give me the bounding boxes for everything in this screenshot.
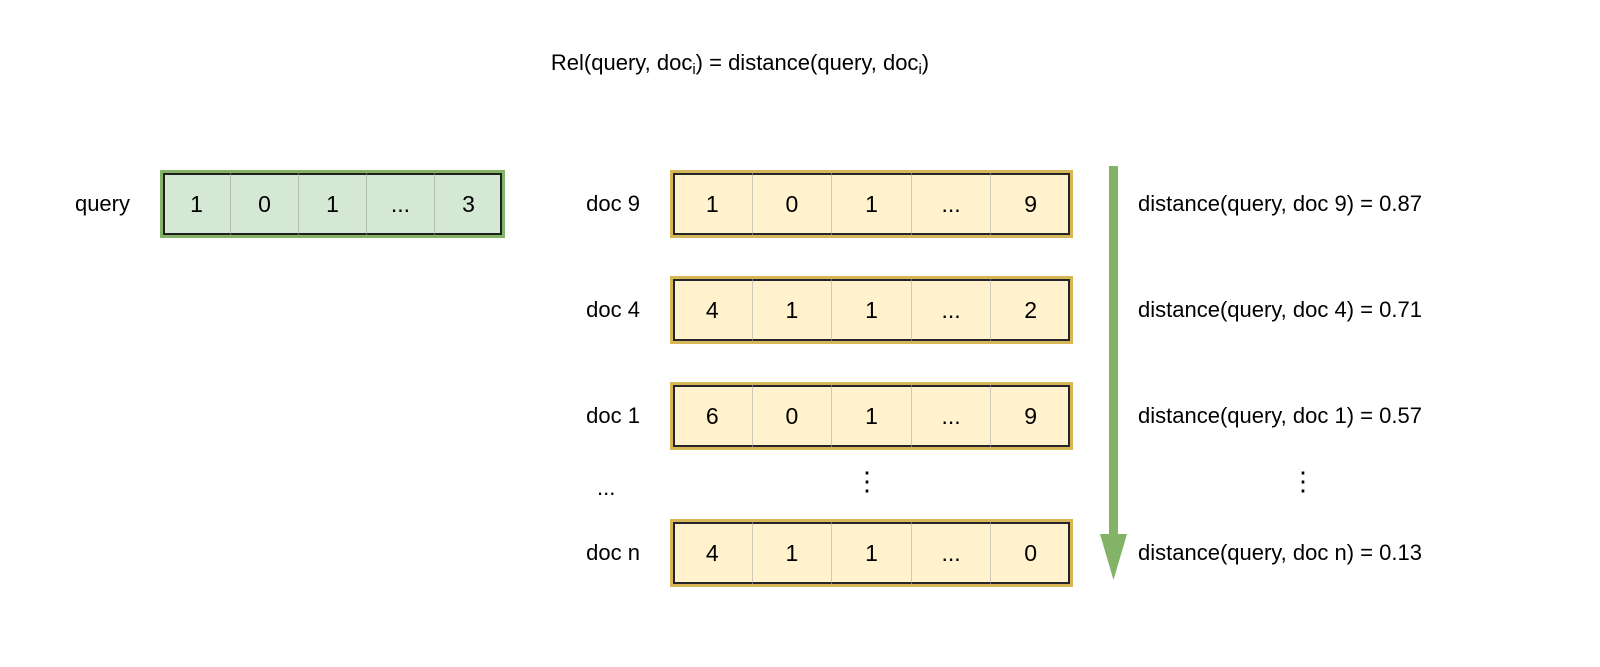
doc-cell: 1 (753, 522, 833, 584)
doc-label-ellipsis: ... (597, 475, 616, 500)
doc-cell: 1 (832, 522, 912, 584)
doc-vector: 4 1 1 ... 2 (670, 276, 1073, 344)
query-label: query (74, 191, 130, 216)
page-title: Rel(query, doci) = distance(query, doci) (0, 48, 1480, 81)
doc-label: doc 4 (586, 297, 640, 322)
doc-cell: 1 (753, 279, 833, 341)
doc-label: doc n (586, 540, 640, 565)
title-subscript-2: i (918, 61, 922, 79)
doc-cell: 0 (753, 173, 833, 235)
doc-cell: 2 (1024, 296, 1038, 323)
distance-label: distance(query, doc 1) = 0.57 (1138, 403, 1422, 428)
down-arrow-icon (1100, 166, 1127, 580)
title-suffix: ) (921, 50, 930, 75)
distance-label: distance(query, doc 9) = 0.87 (1138, 191, 1422, 216)
distance-label: distance(query, doc 4) = 0.71 (1138, 297, 1422, 322)
query-cell: 0 (231, 173, 299, 235)
doc-cell: 9 (1024, 190, 1038, 217)
distance-label: distance(query, doc n) = 0.13 (1138, 540, 1422, 565)
doc-cell: 1 (832, 173, 912, 235)
doc-vector: 1 0 1 ... 9 (670, 170, 1073, 238)
distance-ellipsis: ⋮ (1290, 466, 1316, 496)
doc-cell: 1 (673, 173, 753, 235)
doc-cell: 6 (673, 385, 753, 447)
doc-label: doc 1 (586, 403, 640, 428)
title-prefix: Rel(query, doc (550, 50, 693, 75)
doc-cell: ... (912, 173, 992, 235)
title-middle: ) = distance(query, doc (695, 50, 919, 75)
query-cell: 1 (299, 173, 367, 235)
query-cell: ... (367, 173, 435, 235)
query-vector: 1 0 1 ... 3 (160, 170, 505, 238)
doc-cell: 4 (673, 522, 753, 584)
query-cell: 1 (163, 173, 231, 235)
doc-label: doc 9 (586, 191, 640, 216)
ranking-arrow (1098, 166, 1138, 584)
doc-cell: ... (912, 385, 992, 447)
doc-cell: 0 (753, 385, 833, 447)
doc-cell: 0 (1024, 539, 1038, 566)
doc-cell: 1 (832, 279, 912, 341)
doc-cell: 1 (832, 385, 912, 447)
query-cell: 3 (462, 190, 475, 217)
doc-cell: 4 (673, 279, 753, 341)
doc-vector: 6 0 1 ... 9 (670, 382, 1073, 450)
doc-cell: ... (912, 279, 992, 341)
doc-cell: 9 (1024, 402, 1038, 429)
doc-vector: 4 1 1 ... 0 (670, 519, 1073, 587)
title-subscript-1: i (692, 61, 696, 79)
doc-cell: ... (912, 522, 992, 584)
doc-vector-ellipsis: ⋮ (854, 466, 880, 496)
